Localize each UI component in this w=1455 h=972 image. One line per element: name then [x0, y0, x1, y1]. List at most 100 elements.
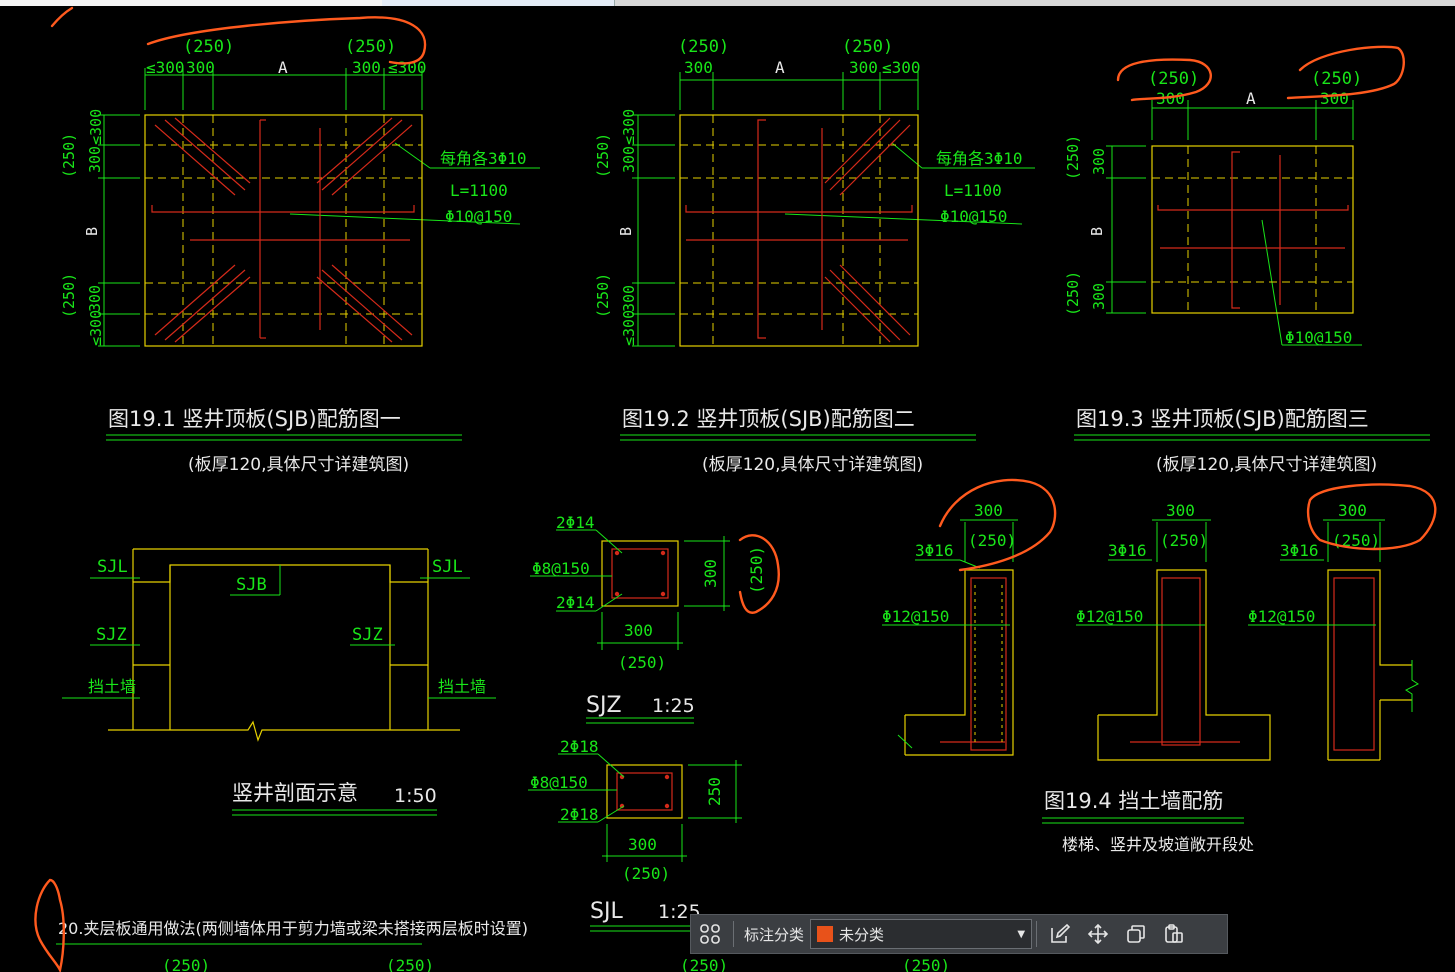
fig1-dim-250-right: (250)	[345, 37, 396, 57]
bottom-dim-2: (250)	[386, 956, 434, 972]
markup-circle-wall1	[938, 478, 1057, 572]
fig3-dim-250-right: (250)	[1311, 69, 1362, 89]
figure-19-2: (250) (250) 300 A 300 ≤300 ≤300 (250) 30…	[594, 37, 1035, 347]
fig1-dim-le300-top: ≤300	[87, 109, 105, 145]
document-tab-3[interactable]	[382, 0, 615, 6]
wall2-vert-bars: 3Φ16	[1108, 541, 1147, 560]
fig4-title: 图19.4 挡土墙配筋	[1044, 789, 1223, 813]
sjz-title: SJZ	[586, 693, 622, 718]
fig3-dim-250-left: (250)	[1148, 69, 1199, 89]
sjz-width-alt: (250)	[618, 653, 666, 672]
wall3-vert-bars: 3Φ16	[1280, 541, 1319, 560]
fig2-dim-300-right: 300	[849, 58, 878, 77]
fig2-dim-B: B	[617, 227, 635, 236]
fig3-dim-300-right: 300	[1320, 89, 1349, 108]
section-label-sjz-left: SJZ	[96, 625, 127, 645]
sjz-detail: 2Φ14 Φ8@150 2Φ14 300 (250) 300 (250) SJZ…	[530, 513, 766, 724]
fig2-dim-250-right: (250)	[842, 37, 893, 57]
category-dropdown[interactable]: 未分类 ▼	[810, 919, 1033, 949]
fig2-length: L=1100	[944, 181, 1002, 200]
fig3-dim-250-top: (250)	[1064, 135, 1082, 180]
markup-circle-sjz	[738, 534, 780, 614]
fig3-dim-300-top: 300	[1090, 148, 1108, 175]
fig3-dim-A: A	[1246, 89, 1256, 108]
wall3-horiz-bars: Φ12@150	[1248, 607, 1315, 626]
sjz-height: 300	[701, 559, 720, 588]
fig1-dim-le300-bottom: ≤300	[87, 310, 105, 346]
fig2-dim-A: A	[775, 58, 785, 77]
sjl-stirrup: Φ8@150	[530, 773, 588, 792]
fig3-subtitle: (板厚120,具体尺寸详建筑图)	[1156, 455, 1377, 475]
paste-icon[interactable]	[1155, 915, 1193, 953]
fig1-dim-300-bottom: 300	[86, 285, 104, 312]
wall1-horiz-bars: Φ12@150	[882, 607, 949, 626]
fig1-length: L=1100	[450, 181, 508, 200]
sjz-stirrup: Φ8@150	[532, 559, 590, 578]
wall1-thick-alt: (250)	[968, 531, 1016, 550]
fig1-dim-300-right: 300	[352, 58, 381, 77]
sjl-top-bars: 2Φ18	[560, 737, 599, 756]
copy-icon[interactable]	[1117, 915, 1155, 953]
fig3-dim-300-bottom: 300	[1090, 283, 1108, 310]
figure-19-1: (250) (250) ≤300 300 A 300 ≤300 ≤300 (25…	[60, 37, 540, 347]
fig2-subtitle: (板厚120,具体尺寸详建筑图)	[702, 455, 923, 475]
section-label-wall-right: 挡土墙	[438, 677, 486, 696]
markup-circle-fig1	[146, 16, 427, 65]
section-title: 竖井剖面示意	[232, 781, 358, 805]
fig1-dim-250-bottom: (250)	[60, 273, 78, 318]
section-label-sjb: SJB	[236, 575, 267, 595]
fig1-dim-300-left: 300	[186, 58, 215, 77]
fig1-dim-A: A	[278, 58, 288, 77]
markup-annotations[interactable]	[34, 6, 1437, 972]
wall1-vert-bars: 3Φ16	[915, 541, 954, 560]
fig1-subtitle: (板厚120,具体尺寸详建筑图)	[188, 455, 409, 475]
sjz-height-alt: (250)	[747, 546, 766, 594]
fig2-dim-250-top: (250)	[594, 133, 612, 178]
bottom-dim-4: (250)	[902, 956, 950, 972]
figure-titles: 图19.1 竖井顶板(SJB)配筋图一 (板厚120,具体尺寸详建筑图) 图19…	[106, 407, 1430, 475]
fig2-spacing: Φ10@150	[940, 207, 1007, 226]
wall3-thick: 300	[1338, 501, 1367, 520]
markup-corner	[50, 6, 74, 28]
wall1-thick: 300	[974, 501, 1003, 520]
fig1-corner-rebar: 每角各3Φ10	[440, 149, 527, 168]
fig2-corner-rebar: 每角各3Φ10	[936, 149, 1023, 168]
fig2-dim-250-bottom: (250)	[594, 273, 612, 318]
section-scale: 1:50	[394, 785, 437, 807]
fig1-dim-B: B	[83, 227, 101, 236]
section-label-sjl-right: SJL	[432, 557, 463, 577]
shaft-section: SJL SJL SJB SJZ SJZ 挡土墙 挡土墙 竖井剖面示意 1:50	[62, 548, 496, 816]
chevron-down-icon: ▼	[1017, 928, 1026, 940]
bottom-dim-3: (250)	[680, 956, 728, 972]
fig1-spacing: Φ10@150	[445, 207, 512, 226]
move-icon[interactable]	[1079, 915, 1117, 953]
section-label-sjl-left: SJL	[97, 557, 128, 577]
sjl-width-alt: (250)	[622, 864, 670, 883]
fig3-title: 图19.3 竖井顶板(SJB)配筋图三	[1076, 407, 1369, 431]
sjz-bottom-bars: 2Φ14	[556, 593, 595, 612]
fig1-dim-250-top: (250)	[60, 133, 78, 178]
fig2-dim-300-top: 300	[620, 146, 638, 173]
sjl-detail: 2Φ18 Φ8@150 2Φ18 300 (250) 250 SJL 1:25	[528, 737, 742, 932]
fig3-dim-B: B	[1088, 227, 1106, 236]
figure-19-3: (250) (250) 300 A 300 (250) 300 B (250) …	[1064, 69, 1362, 347]
section-label-sjz-right: SJZ	[352, 625, 383, 645]
fig2-dim-le300-top: ≤300	[620, 109, 638, 145]
sjz-top-bars: 2Φ14	[556, 513, 595, 532]
retaining-wall-details: 300 (250) 3Φ16 Φ12@150 300 (250) 3Φ16 Φ1…	[882, 501, 1419, 854]
note-20-text: 20.夹层板通用做法(两侧墙体用于剪力墙或梁未搭接两层板时设置)	[58, 919, 528, 938]
grid-icon[interactable]	[691, 915, 729, 953]
fig3-dim-250-bottom: (250)	[1064, 271, 1082, 316]
fig1-dim-250-left: (250)	[183, 37, 234, 57]
markup-circle-fig3-right	[1286, 45, 1405, 100]
wall3-thick-alt: (250)	[1332, 531, 1380, 550]
fig2-dim-250-left: (250)	[678, 37, 729, 57]
edit-icon[interactable]	[1041, 915, 1079, 953]
markup-circle-wall3	[1306, 483, 1437, 551]
fig3-dim-300-left: 300	[1156, 89, 1185, 108]
sjz-width: 300	[624, 621, 653, 640]
sjl-width: 300	[628, 835, 657, 854]
annotation-toolbar: 标注分类 未分类 ▼	[690, 914, 1228, 954]
fig2-dim-300-left: 300	[684, 58, 713, 77]
